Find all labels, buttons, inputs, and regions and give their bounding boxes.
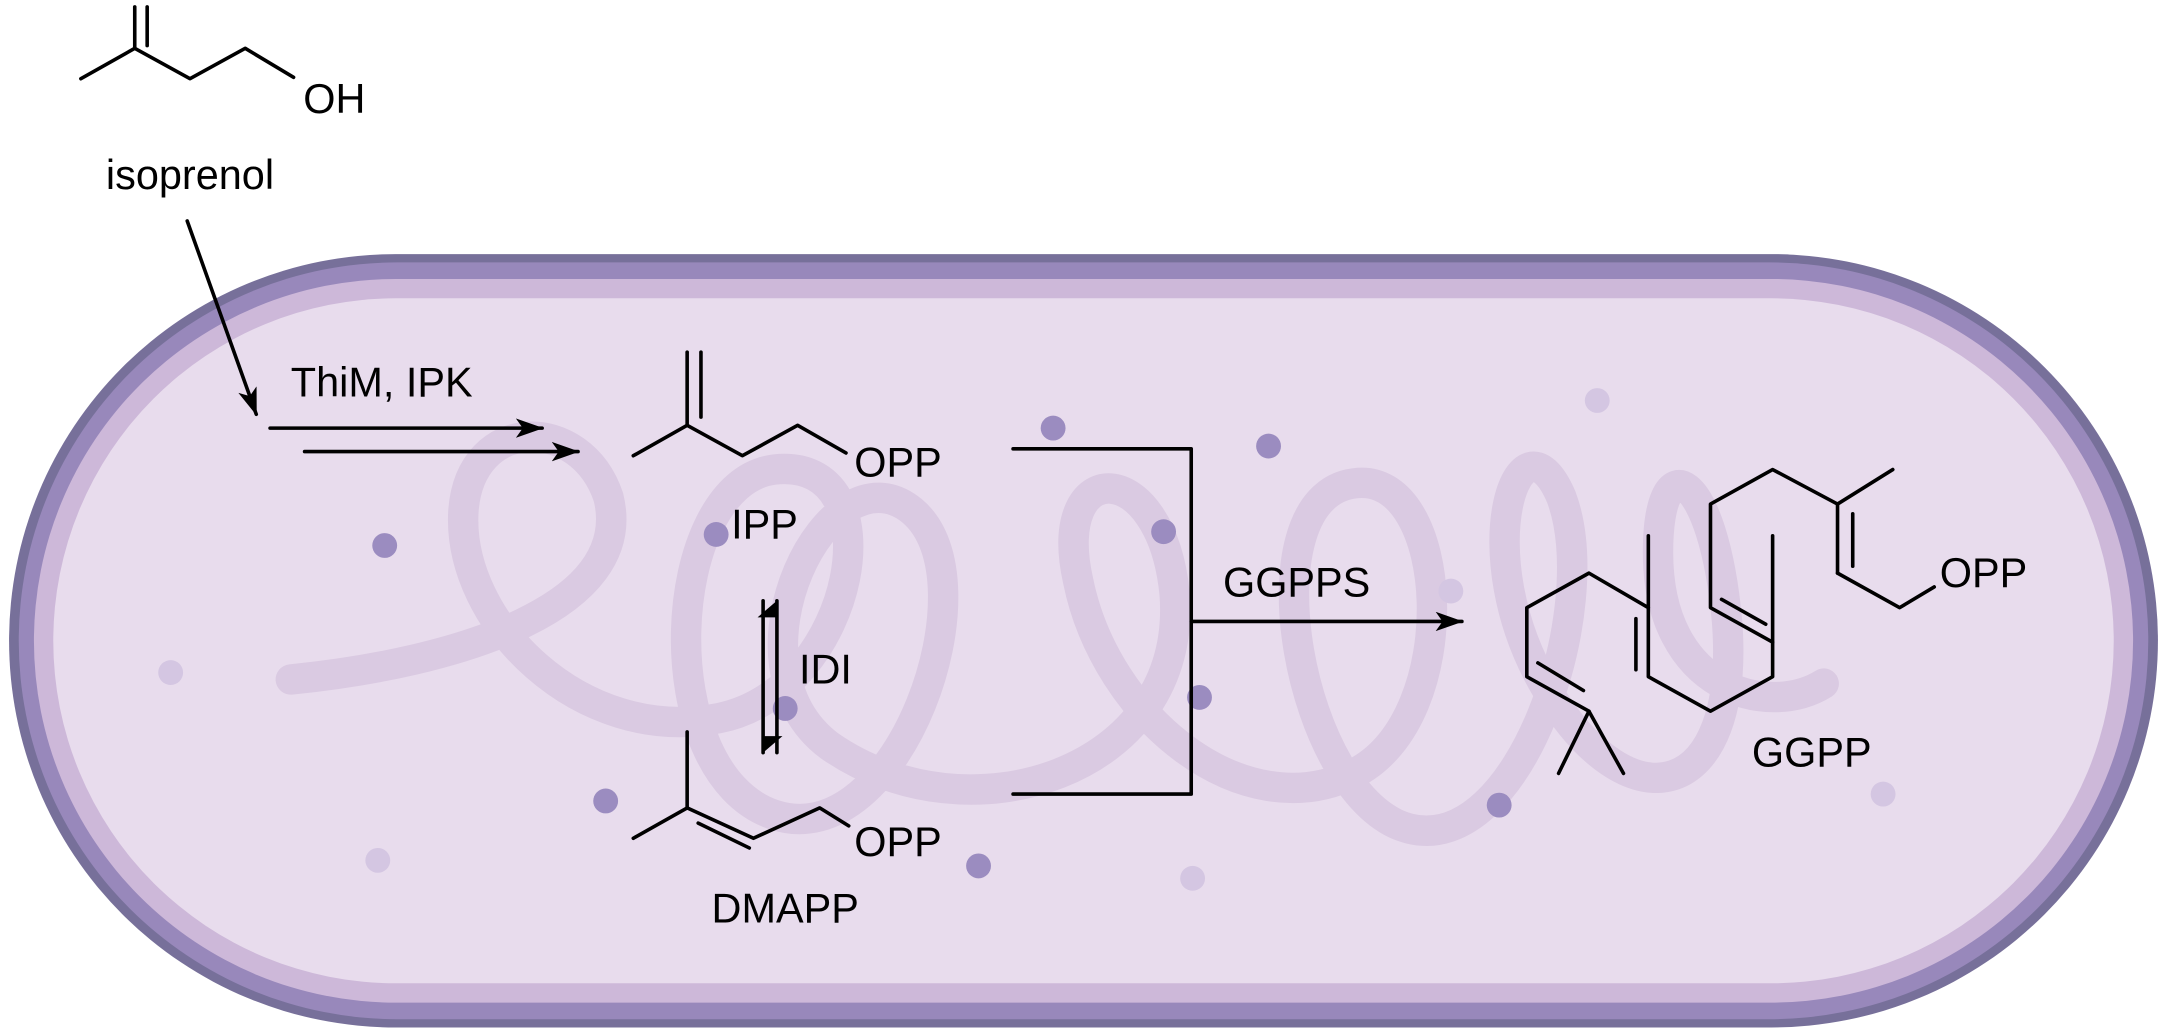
ggpp-opp-label: OPP: [1940, 549, 2027, 596]
dna-strand: [275, 421, 1839, 846]
ribosome-dot: [1486, 792, 1512, 818]
uptake-arrow: [185, 219, 259, 417]
ribosome-dot: [1187, 684, 1212, 710]
ribosome-dot: [966, 853, 991, 879]
ipp-opp-label: OPP: [854, 438, 941, 485]
dmapp-opp-label: OPP: [854, 818, 941, 865]
ggpp-label: GGPP: [1752, 728, 1872, 775]
isoprenol-structure: OH isoprenol: [79, 5, 365, 198]
ribosome-dot: [1040, 415, 1066, 441]
ribosome-dot: [593, 788, 619, 814]
ipp-label: IPP: [731, 501, 798, 548]
ribosome-dot: [1180, 865, 1206, 891]
ribosome-dot: [703, 522, 729, 547]
kinases-label: ThiM, IPK: [291, 358, 473, 405]
ribosome-dot: [1151, 519, 1177, 545]
ribosome-dot: [1870, 781, 1896, 807]
ribosome-dot: [1256, 433, 1281, 459]
ribosome-dot: [372, 533, 398, 558]
ribosome-dot: [365, 847, 391, 873]
isoprenol-label: isoprenol: [106, 151, 274, 198]
ggpps-label: GGPPS: [1223, 559, 1370, 606]
dmapp-label: DMAPP: [712, 885, 859, 932]
dmapp-structure: OPP DMAPP: [631, 730, 942, 932]
ribosome-dot: [772, 696, 798, 721]
idi-label: IDI: [799, 646, 852, 693]
ribosome-dot: [158, 660, 184, 685]
ipp-structure: OPP IPP: [631, 350, 942, 548]
ribosomes: [158, 388, 1896, 891]
ggpp-structure: OPP GGPP: [1525, 467, 2027, 775]
ribosome-dot: [1584, 388, 1610, 413]
ribosome-dot: [1438, 578, 1464, 604]
isoprenol-oh-label: OH: [303, 75, 365, 122]
